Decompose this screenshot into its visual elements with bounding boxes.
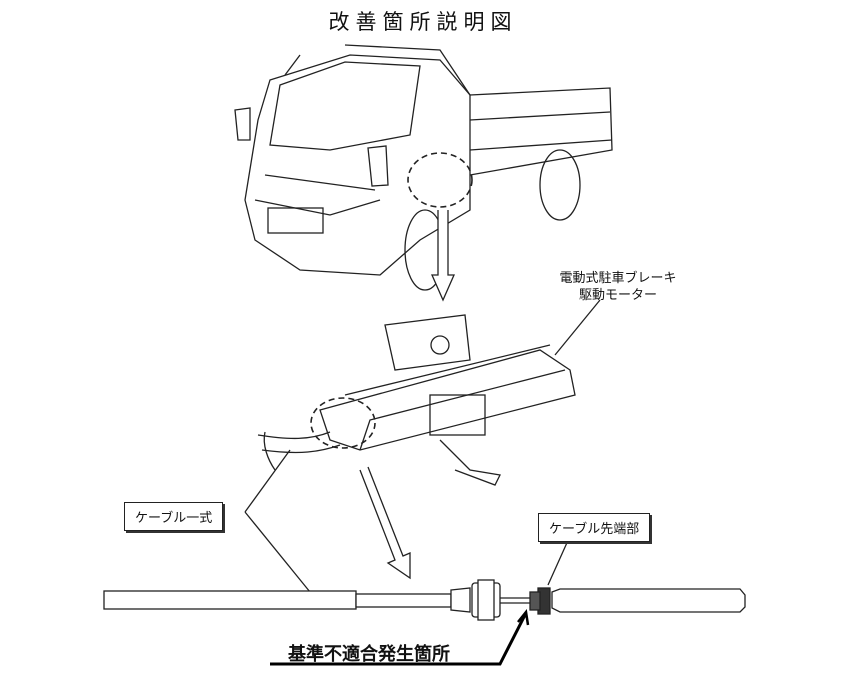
defect-location-label: 基準不適合発生箇所 (288, 644, 450, 665)
cable-illustration (103, 579, 746, 621)
arrow-down-1 (431, 210, 455, 302)
motor-label: 電動式駐車ブレーキ 駆動モーター (548, 270, 688, 304)
cable-set-label: ケーブル一式 (124, 502, 224, 531)
cable-tip-label: ケーブル先端部 (538, 513, 651, 542)
motor-assembly (257, 299, 601, 486)
truck-illustration (234, 44, 613, 291)
page-title: 改善箇所説明図 (328, 10, 518, 34)
motor-label-line2: 駆動モーター (578, 288, 657, 303)
defect-underline (270, 614, 527, 666)
motor-label-line1: 電動式駐車ブレーキ (559, 271, 677, 286)
arrow-down-2 (359, 466, 411, 580)
